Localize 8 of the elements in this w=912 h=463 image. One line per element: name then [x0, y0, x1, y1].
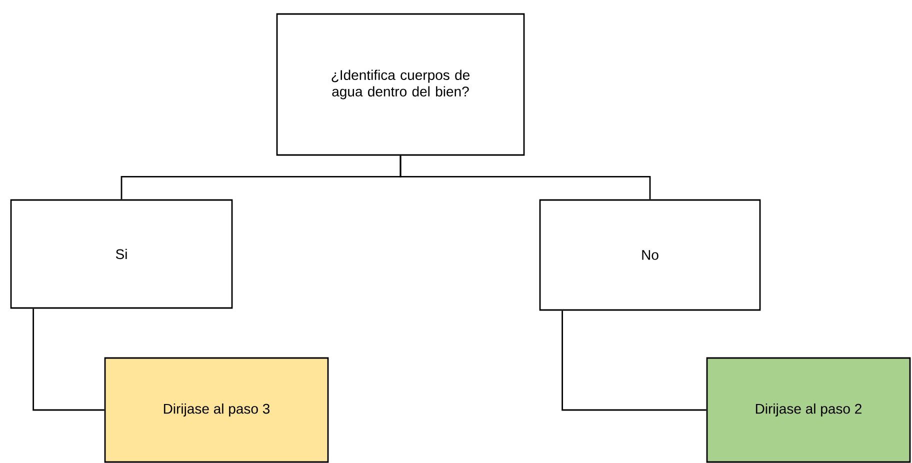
step-box: Dirijase al paso 2: [706, 357, 911, 463]
question-box: ¿Identifica cuerpos de agua dentro del bien?: [276, 13, 525, 156]
connector: [562, 310, 706, 411]
answer-box: Si: [10, 199, 233, 309]
connector: [400, 156, 651, 200]
answer-box: No: [539, 199, 761, 311]
step-box: Dirijase al paso 3: [104, 357, 329, 463]
connector: [32, 308, 104, 411]
